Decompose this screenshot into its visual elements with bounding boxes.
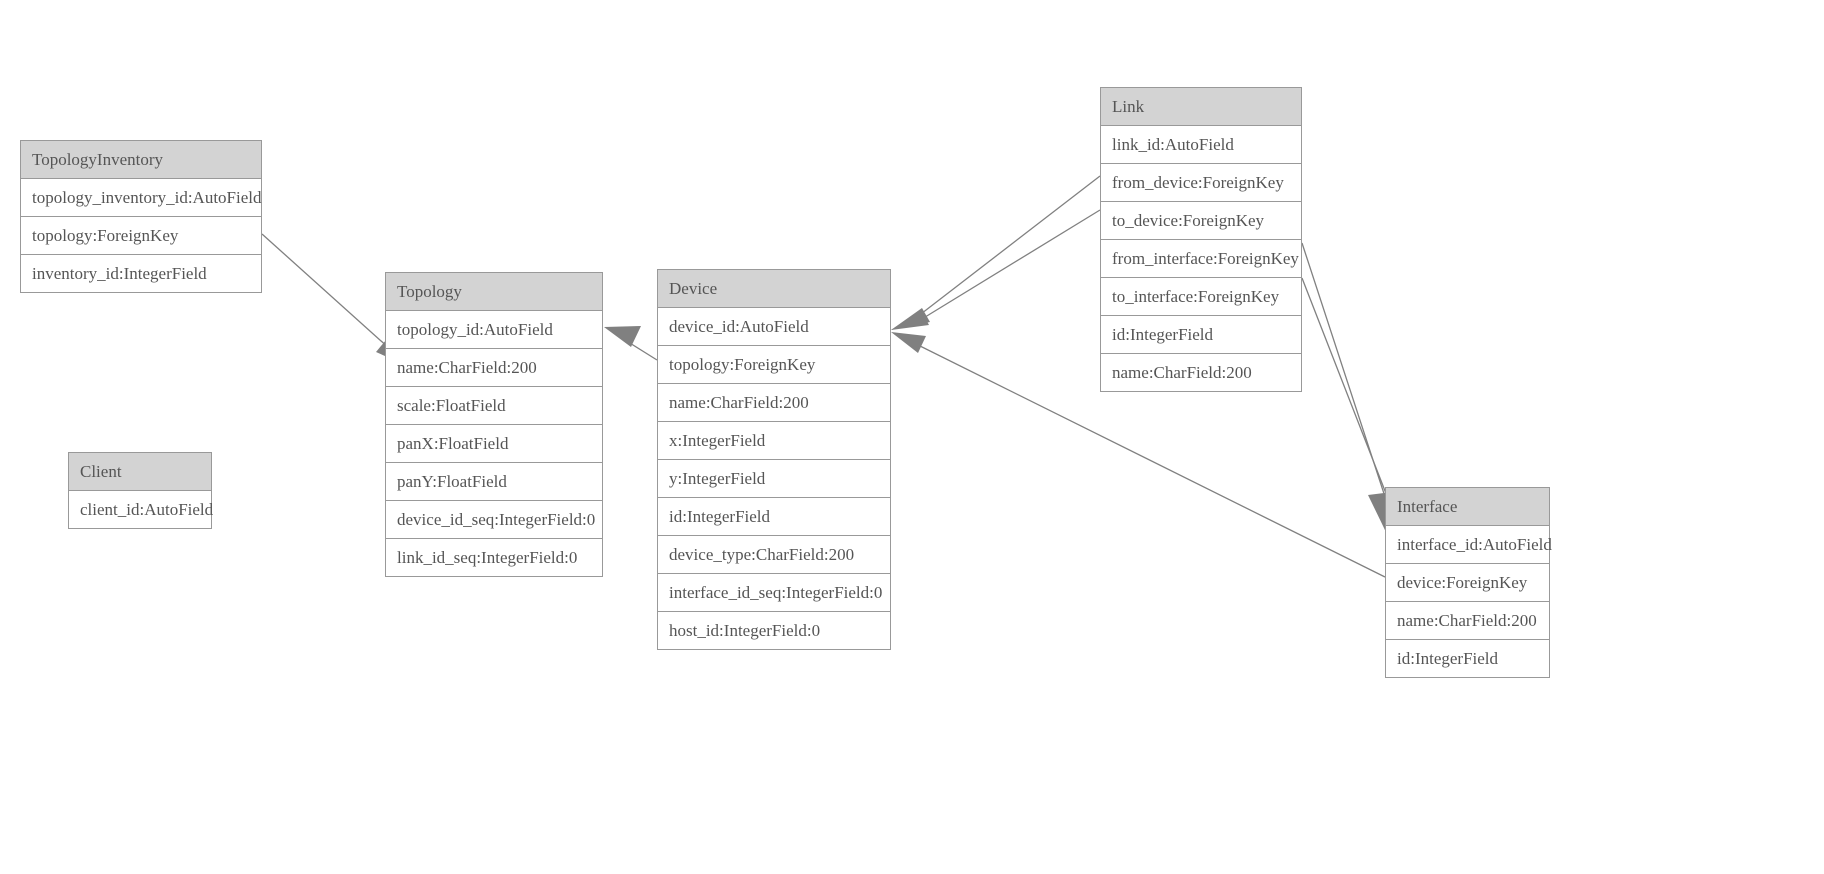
- entity-link[interactable]: Link link_id:AutoField from_device:Forei…: [1100, 87, 1302, 392]
- entity-field: id:IntegerField: [658, 498, 890, 536]
- entity-field: interface_id:AutoField: [1386, 526, 1552, 564]
- entity-field: name:CharField:200: [1386, 602, 1549, 640]
- entity-field: panX:FloatField: [386, 425, 602, 463]
- entity-field: device_type:CharField:200: [658, 536, 890, 574]
- entity-field: link_id_seq:IntegerField:0: [386, 539, 602, 576]
- entity-field: device_id_seq:IntegerField:0: [386, 501, 602, 539]
- entity-field: name:CharField:200: [386, 349, 602, 387]
- entity-field: name:CharField:200: [658, 384, 890, 422]
- edge-link-to-device-to-device: [891, 209, 1101, 330]
- entity-field: to_device:ForeignKey: [1101, 202, 1301, 240]
- entity-title: Link: [1101, 88, 1301, 126]
- entity-field: device_id:AutoField: [658, 308, 890, 346]
- entity-field: topology:ForeignKey: [21, 217, 261, 255]
- entity-field: x:IntegerField: [658, 422, 890, 460]
- entity-field: to_interface:ForeignKey: [1101, 278, 1301, 316]
- entity-field: topology:ForeignKey: [658, 346, 890, 384]
- entity-interface[interactable]: Interface interface_id:AutoField device:…: [1385, 487, 1552, 678]
- entity-field: scale:FloatField: [386, 387, 602, 425]
- entity-title: Client: [69, 453, 211, 491]
- entity-client[interactable]: Client client_id:AutoField: [68, 452, 213, 529]
- entity-field: id:IntegerField: [1101, 316, 1301, 354]
- entity-field: device:ForeignKey: [1386, 564, 1549, 602]
- entity-title: Topology: [386, 273, 602, 311]
- entity-device[interactable]: Device device_id:AutoField topology:Fore…: [657, 269, 891, 650]
- entity-field: link_id:AutoField: [1101, 126, 1301, 164]
- entity-field: from_device:ForeignKey: [1101, 164, 1301, 202]
- entity-field: y:IntegerField: [658, 460, 890, 498]
- entity-field: topology_id:AutoField: [386, 311, 602, 349]
- entity-field: inventory_id:IntegerField: [21, 255, 261, 292]
- entity-field: id:IntegerField: [1386, 640, 1549, 677]
- edge-device-to-topology: [604, 326, 658, 361]
- entity-title: TopologyInventory: [21, 141, 261, 179]
- entity-title: Interface: [1386, 488, 1549, 526]
- entity-topology[interactable]: Topology topology_id:AutoField name:Char…: [385, 272, 603, 577]
- entity-topology-inventory[interactable]: TopologyInventory topology_inventory_id:…: [20, 140, 262, 293]
- entity-field: topology_inventory_id:AutoField: [21, 179, 262, 217]
- entity-field: panY:FloatField: [386, 463, 602, 501]
- entity-title: Device: [658, 270, 890, 308]
- entity-field: interface_id_seq:IntegerField:0: [658, 574, 890, 612]
- entity-field: host_id:IntegerField:0: [658, 612, 890, 649]
- edge-link-from-device-to-device: [891, 175, 1101, 330]
- entity-field: from_interface:ForeignKey: [1101, 240, 1301, 278]
- entity-field: client_id:AutoField: [69, 491, 213, 528]
- entity-field: name:CharField:200: [1101, 354, 1301, 391]
